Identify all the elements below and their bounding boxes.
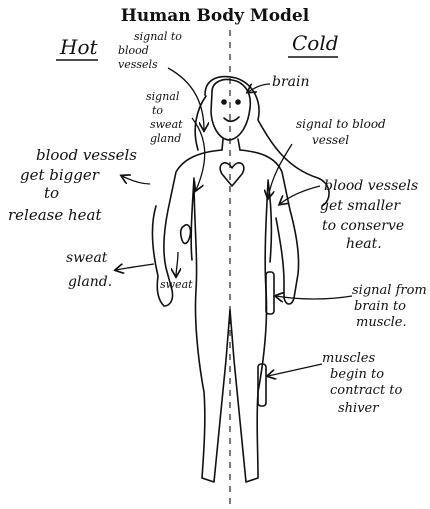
label-sweat-gland-l1: sweat [66, 250, 108, 266]
label-signal-blood-vessels-l1: signal to [134, 30, 182, 43]
label-brain-muscle-l3: muscle. [356, 315, 407, 330]
label-smaller-l1: blood vessels [324, 178, 418, 194]
left-eye [222, 100, 226, 104]
label-signal-sweat-l2: to [152, 104, 163, 117]
label-muscles-l1: muscles [322, 351, 376, 366]
heart [220, 163, 244, 186]
label-brain-muscle-l1: signal from [352, 283, 427, 298]
right-eye [236, 100, 240, 104]
label-signal-blood-vessels-l3: vessels [118, 58, 158, 71]
label-signal-blood-vessel: signal to blood vessel [296, 117, 390, 147]
label-smaller-l4: heat. [346, 236, 382, 252]
torso-right [230, 182, 268, 482]
sweat-gland-left [181, 225, 191, 244]
label-muscles-l2: begin to [330, 367, 384, 382]
label-signal-sweat-gland: signal to sweat gland [146, 90, 186, 145]
label-blood-vessels-bigger: blood vessels get bigger to release heat [8, 146, 142, 224]
torso-left [194, 180, 230, 482]
label-brain-muscle-l2: brain to [354, 299, 406, 314]
label-bigger-l3: to [44, 184, 59, 202]
annotations: signal to blood vessels brain signal to … [8, 30, 430, 416]
arrow-muscles-shiver [268, 364, 322, 376]
label-smaller-l2: get smaller [320, 198, 401, 214]
label-signal-blood-vessel-l1: signal to blood [296, 117, 386, 131]
label-sweat: sweat [160, 278, 193, 291]
hot-label: Hot [59, 35, 98, 59]
label-blood-vessels-smaller: blood vessels get smaller to conserve he… [320, 178, 423, 252]
label-sweat-gland: sweat gland. [66, 250, 112, 290]
mouth [224, 117, 239, 121]
label-brain: brain [272, 74, 310, 90]
label-signal-blood-vessels: signal to blood vessels [118, 30, 185, 71]
arrow-sweat-drop [176, 252, 178, 276]
right-arm [240, 150, 299, 304]
arrow-sweat-gland [116, 264, 154, 270]
label-sweat-gland-l2: gland. [68, 274, 112, 290]
cold-label: Cold [292, 31, 339, 55]
label-bigger-l1: blood vessels [36, 146, 137, 164]
label-smaller-l3: to conserve [322, 218, 404, 234]
head [211, 80, 250, 141]
label-muscles-l3: contract to [330, 383, 403, 398]
label-bigger-l4: release heat [8, 206, 102, 224]
label-signal-brain-muscle: signal from brain to muscle. [352, 283, 430, 330]
arrow-vessels-bigger [122, 176, 150, 184]
label-signal-blood-vessels-l2: blood [118, 44, 149, 57]
label-bigger-l2: get bigger [20, 166, 100, 184]
neck [222, 139, 240, 150]
label-signal-sweat-l4: gland [150, 132, 181, 145]
label-signal-sweat-l1: signal [146, 90, 180, 103]
label-signal-blood-vessel-l2: vessel [312, 133, 349, 147]
arrow-brain-muscle [276, 296, 352, 299]
label-muscles-shiver: muscles begin to contract to shiver [322, 351, 407, 416]
label-muscles-l4: shiver [338, 401, 379, 416]
label-signal-sweat-l3: sweat [150, 118, 183, 131]
